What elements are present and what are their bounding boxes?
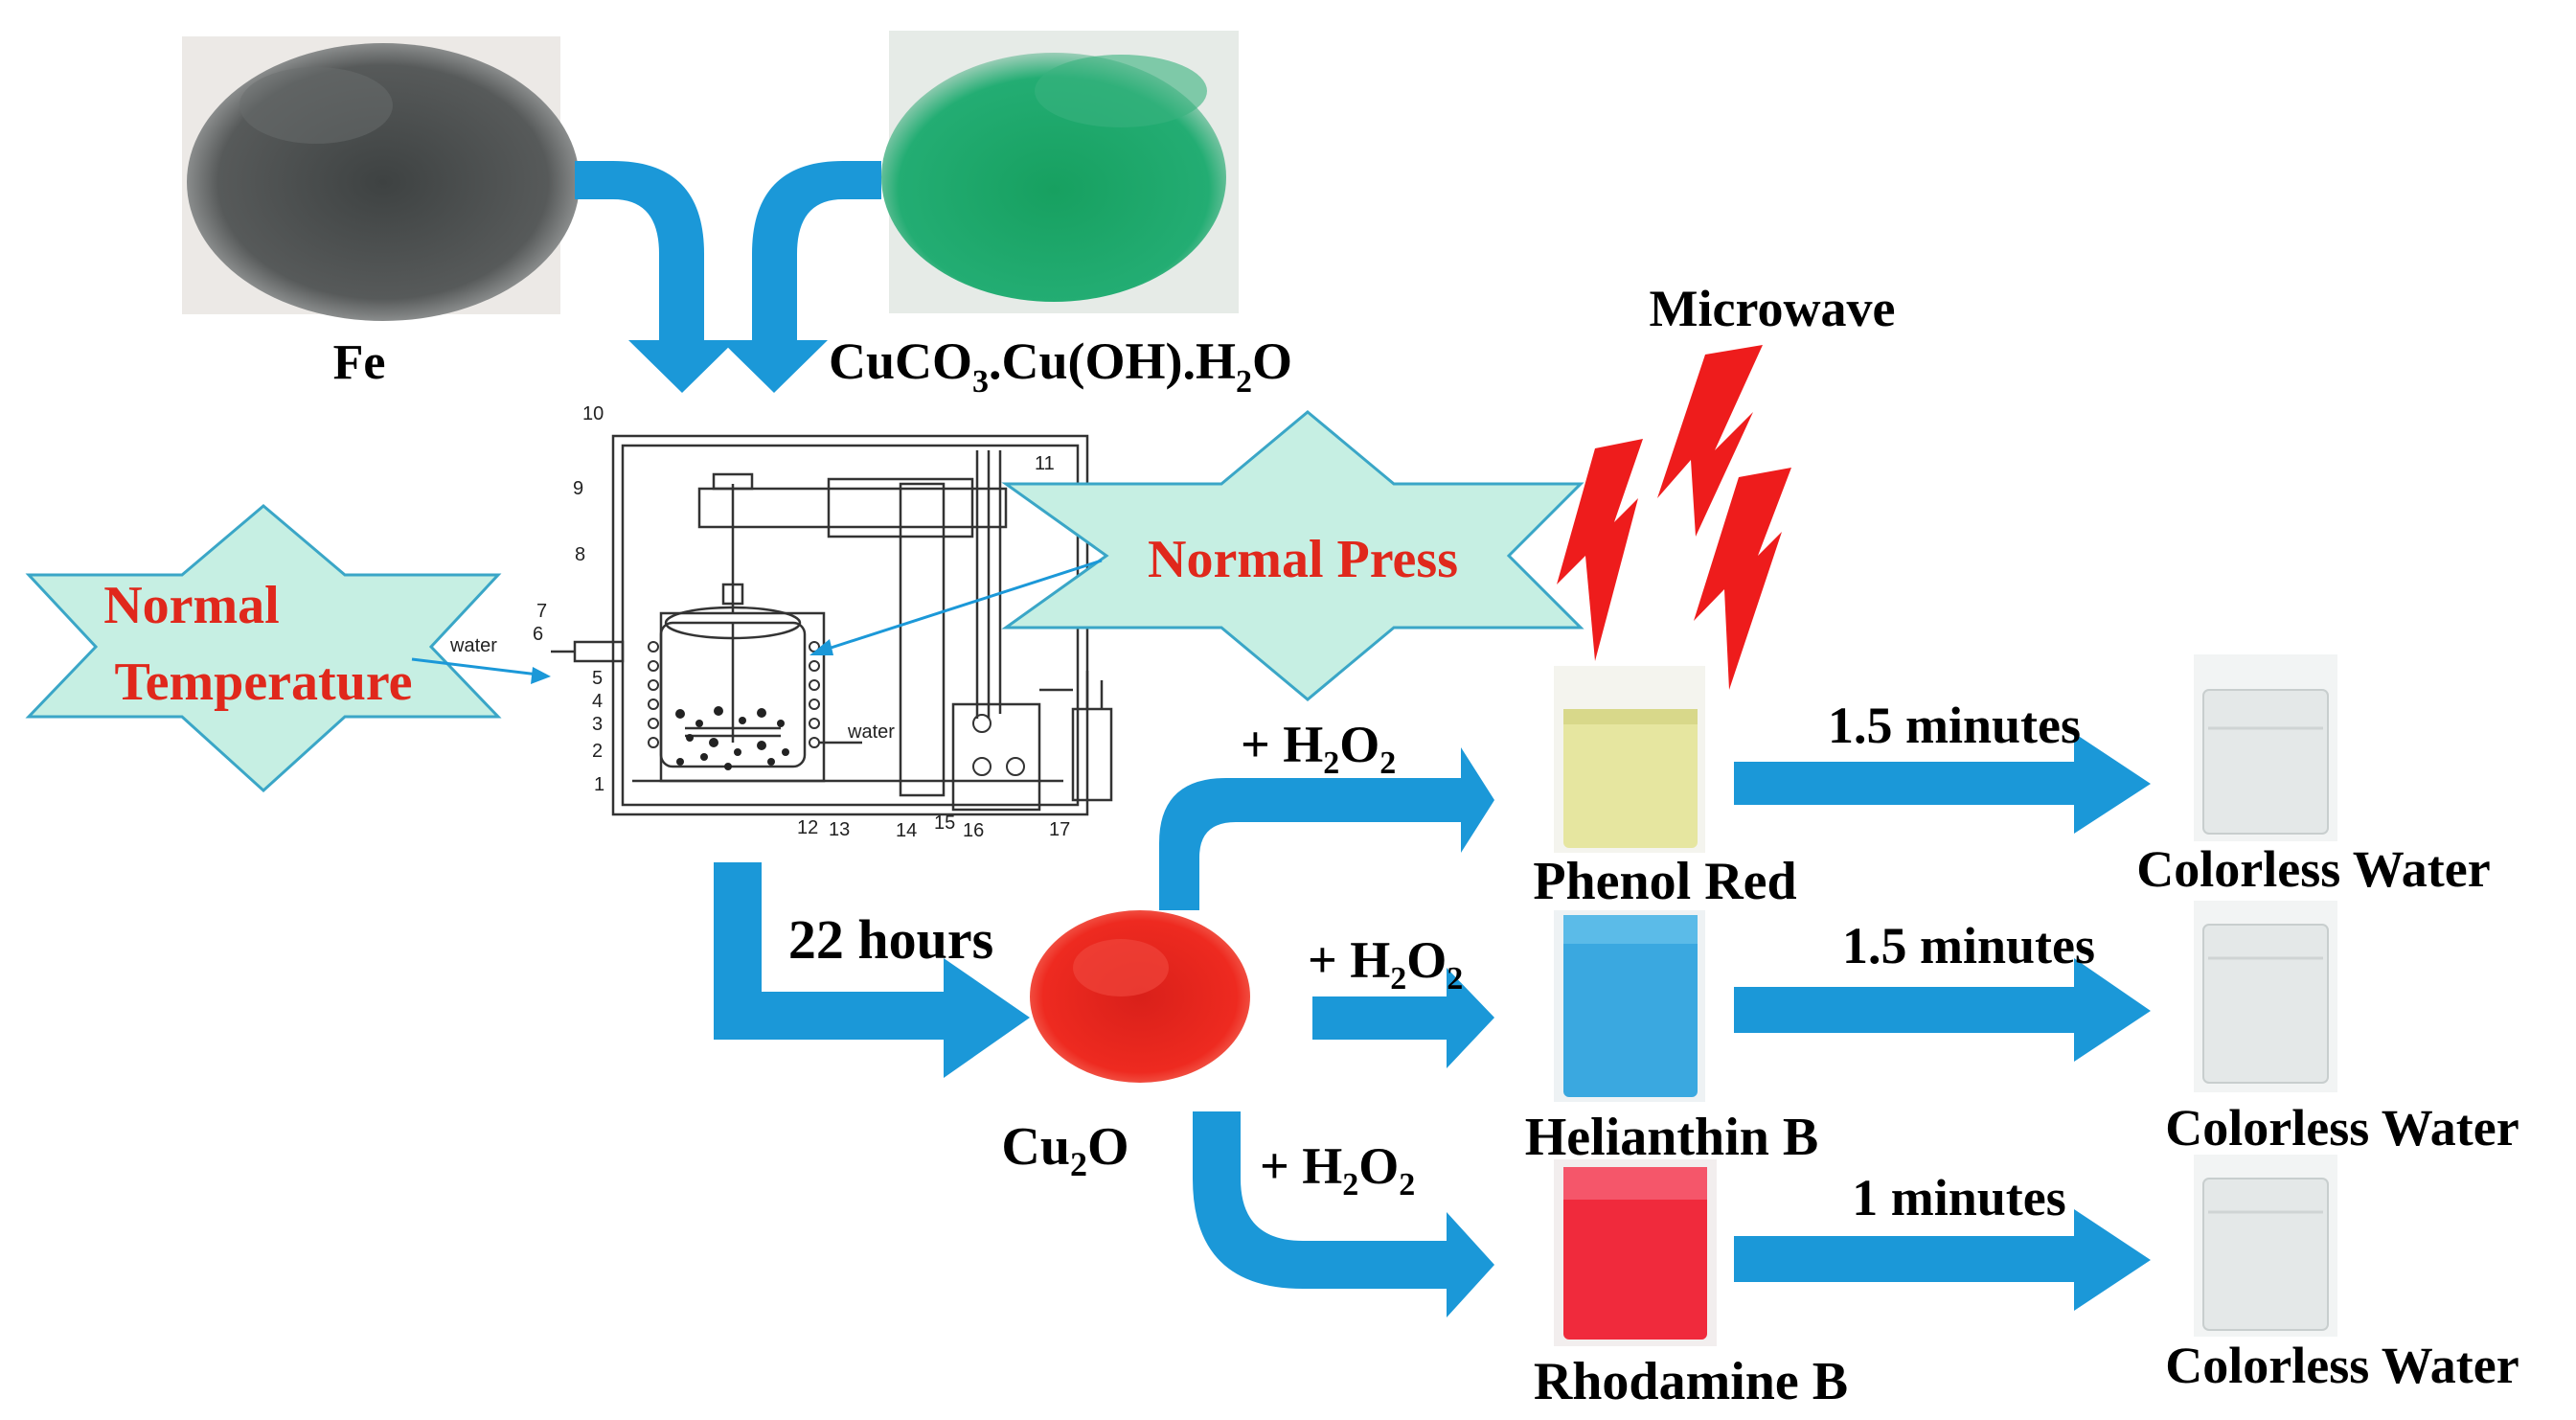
phenol-red-degradation-arrow	[1734, 733, 2151, 834]
h2o2-label-middle: + H2O2	[1308, 931, 1463, 996]
fe-feed-arrow	[575, 161, 736, 393]
pressure-arrow	[818, 559, 1103, 653]
helianthin-b-beaker	[1554, 910, 1705, 1102]
result-label-2: Colorless Water	[2165, 1099, 2519, 1157]
pressure-arrowhead	[809, 639, 833, 655]
dye-name-rhodamine-b: Rhodamine B	[1534, 1352, 1848, 1411]
cuco3-powder-photo	[881, 31, 1239, 313]
svg-text:6: 6	[533, 624, 543, 645]
cuco3-feed-arrow	[720, 161, 881, 393]
result-label-3: Colorless Water	[2165, 1337, 2519, 1394]
apparatus-part-numbers: 1 2 3 4 5 6 7 8 9 10 11 12 13 14 15 16 1…	[533, 403, 1070, 841]
svg-text:1: 1	[594, 774, 604, 795]
pressure-label: Normal Press	[1148, 530, 1458, 589]
svg-text:16: 16	[963, 820, 984, 841]
dye-name-helianthin-b: Helianthin B	[1525, 1108, 1819, 1167]
reactor-contents	[675, 706, 789, 770]
rhodamine-b-degradation-arrow	[1734, 1209, 2151, 1311]
reaction-time-label: 22 hours	[788, 908, 993, 971]
svg-text:17: 17	[1049, 819, 1070, 840]
helianthin-b-branch-arrow	[1312, 968, 1494, 1068]
temperature-star	[25, 504, 502, 793]
dye-name-phenol-red: Phenol Red	[1533, 852, 1796, 911]
svg-text:14: 14	[896, 820, 917, 841]
phenol-red-branch-arrow	[1159, 747, 1494, 910]
h2o2-label-bottom: + H2O2	[1260, 1137, 1415, 1202]
result-label-1: Colorless Water	[2136, 840, 2490, 898]
svg-text:13: 13	[829, 819, 850, 840]
svg-text:2: 2	[592, 741, 603, 762]
lightning-icon	[1557, 439, 1643, 661]
lightning-icon	[1657, 345, 1763, 537]
temperature-label-line1: Normal	[103, 576, 280, 635]
svg-text:15: 15	[934, 813, 955, 834]
cu2o-photo	[1030, 910, 1250, 1083]
svg-text:9: 9	[573, 478, 583, 499]
h2o2-label-top: + H2O2	[1241, 716, 1396, 781]
colorless-water-beaker-3	[2194, 1155, 2337, 1337]
lightning-icon	[1694, 468, 1791, 690]
svg-text:3: 3	[592, 714, 603, 735]
reaction-time-arrow	[714, 862, 1030, 1078]
rhodamine-b-branch-arrow	[1193, 1111, 1494, 1317]
water-in-label: water	[449, 635, 497, 656]
microwave-lightning-icons	[1557, 345, 1791, 690]
reactor-coil	[648, 641, 1025, 776]
cu2o-label: Cu2O	[1001, 1117, 1128, 1183]
water-in-arrow	[411, 657, 547, 677]
svg-text:11: 11	[1035, 453, 1055, 474]
helianthin-b-degradation-arrow	[1734, 958, 2151, 1062]
water-out-label: water	[847, 721, 895, 743]
svg-text:7: 7	[536, 601, 547, 622]
pressure-star	[1001, 410, 1584, 701]
svg-text:4: 4	[592, 691, 603, 712]
fe-powder-photo	[182, 36, 580, 321]
cuco3-label: CuCO3.Cu(OH).H2O	[829, 332, 1292, 400]
water-in-arrowhead	[531, 667, 551, 684]
time-phenol-red: 1.5 minutes	[1828, 697, 2081, 754]
time-helianthin-b: 1.5 minutes	[1842, 917, 2095, 974]
svg-text:8: 8	[575, 544, 585, 565]
time-rhodamine-b: 1 minutes	[1852, 1169, 2066, 1226]
svg-text:10: 10	[582, 403, 604, 424]
svg-text:5: 5	[592, 668, 603, 689]
fe-label: Fe	[333, 335, 386, 390]
svg-text:12: 12	[797, 817, 818, 838]
phenol-red-beaker	[1554, 666, 1705, 853]
temperature-label-line2: Temperature	[114, 653, 412, 712]
colorless-water-beaker-1	[2194, 654, 2337, 841]
colorless-water-beaker-2	[2194, 901, 2337, 1092]
microwave-label: Microwave	[1650, 280, 1896, 337]
rhodamine-b-beaker	[1554, 1159, 1717, 1346]
